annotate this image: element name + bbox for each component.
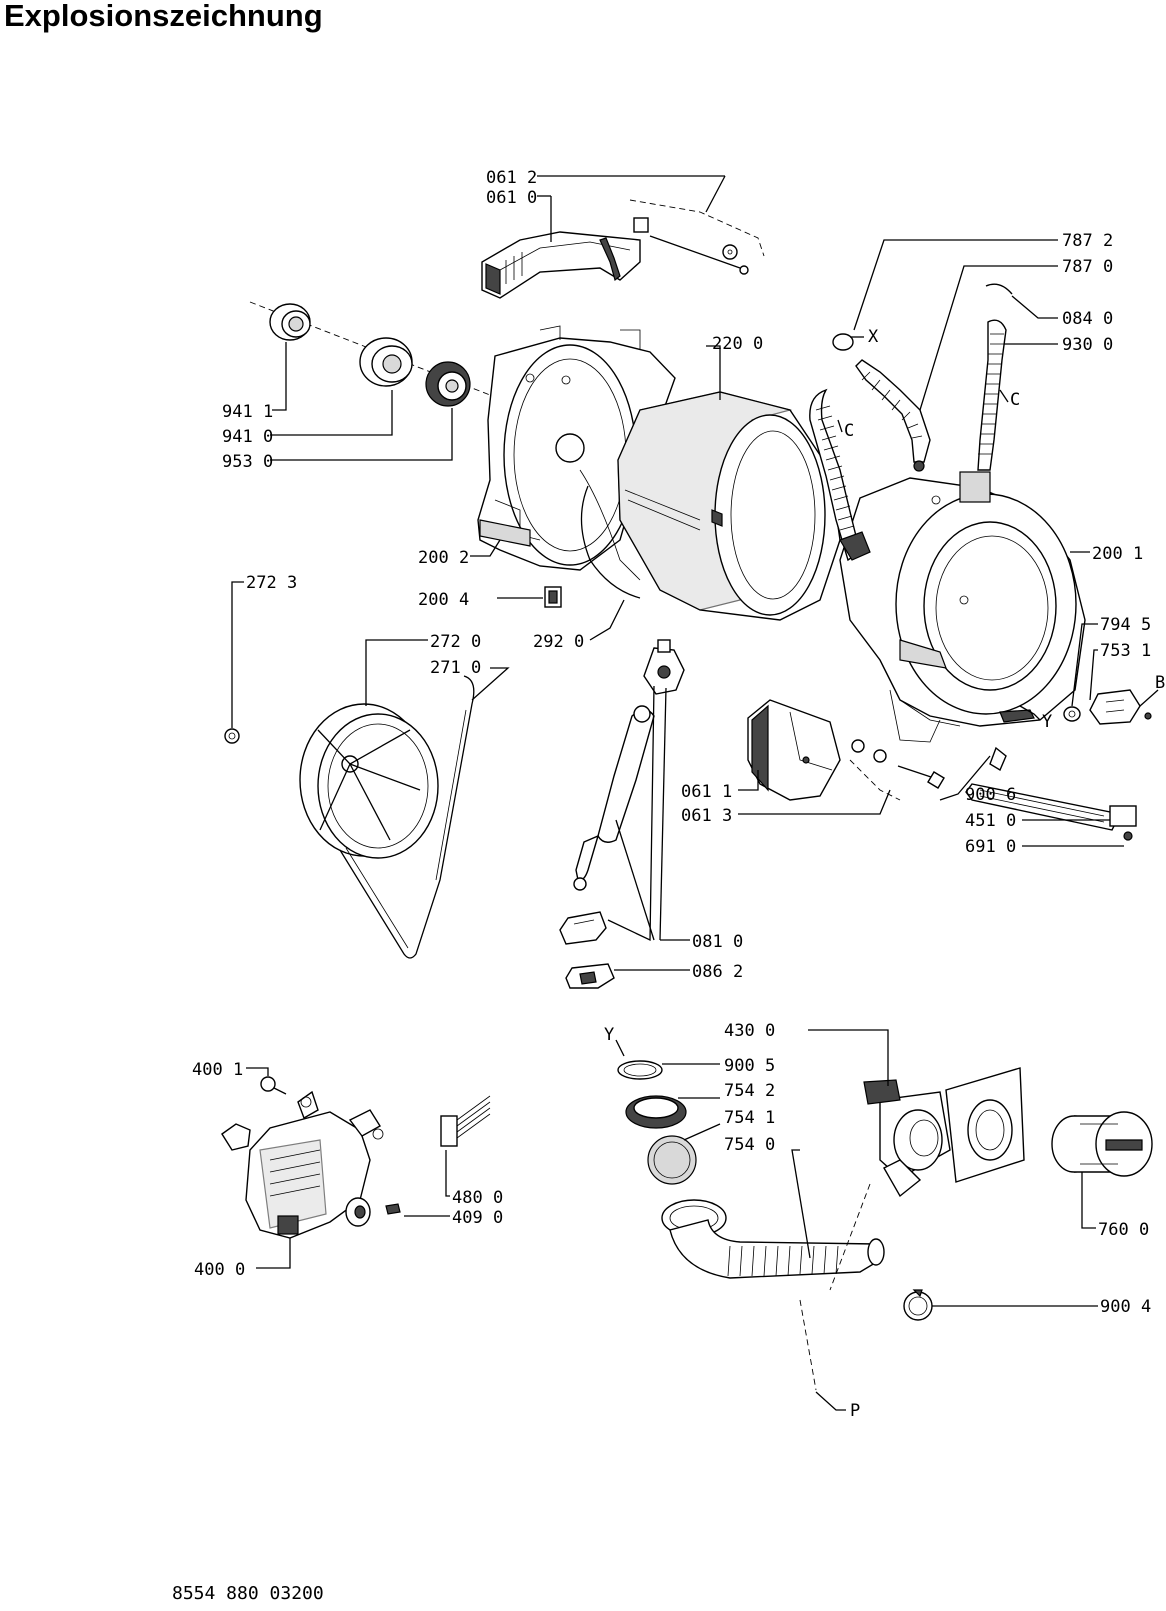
callout-y-2: Y: [604, 1025, 614, 1045]
heater-451-0: [965, 783, 1137, 841]
callout-081-0: 081 0: [692, 932, 743, 952]
callout-754-1: 754 1: [724, 1108, 775, 1128]
gasket-292-0-icon: [580, 485, 641, 599]
counterweight-bolt: [629, 199, 765, 275]
clamp-900-4: [903, 1289, 933, 1321]
callout-900-5: 900 5: [724, 1056, 775, 1076]
callout-754-0: 754 0: [724, 1135, 775, 1155]
hose-c-right: [977, 283, 1013, 471]
sensor-753-1: [1089, 689, 1159, 725]
drum-part: [617, 391, 841, 621]
callout-794-5: 794 5: [1100, 615, 1151, 635]
callout-061-2: 061 2: [486, 168, 537, 188]
front-tub-part: [839, 471, 1086, 743]
callout-271-0: 271 0: [430, 658, 481, 678]
hose-c-left: [809, 388, 871, 562]
counterweight-part: [481, 231, 641, 299]
callout-753-1: 753 1: [1100, 641, 1151, 661]
filter-760-0: [1051, 1111, 1153, 1177]
callout-292-0: 292 0: [533, 632, 584, 652]
drain-pump-430-0: [863, 1067, 1025, 1198]
brush-409-0: [385, 1203, 401, 1215]
nut-272-3: [224, 728, 240, 744]
screw-400-1: [260, 1076, 287, 1095]
bearing-941-1: [269, 303, 311, 341]
callout-451-0: 451 0: [965, 811, 1016, 831]
callout-900-6: 900 6: [965, 785, 1016, 805]
callout-200-4: 200 4: [418, 590, 469, 610]
clamp-900-5: [617, 1060, 663, 1080]
document-number: 8554 880 03200: [172, 1583, 324, 1604]
hose-787: [832, 333, 931, 472]
ball-754-1: [647, 1135, 697, 1185]
callout-691-0: 691 0: [965, 837, 1016, 857]
bracket-061-1: [747, 699, 945, 801]
callout-086-2: 086 2: [692, 962, 743, 982]
motor-400-0: [221, 1090, 384, 1239]
callout-900-4: 900 4: [1100, 1297, 1151, 1317]
callout-953-0: 953 0: [222, 452, 273, 472]
callout-941-1: 941 1: [222, 402, 273, 422]
bearing-941-0: [359, 337, 413, 387]
callout-760-0: 760 0: [1098, 1220, 1149, 1240]
nut-794-5: [1063, 706, 1081, 722]
callout-x: X: [868, 327, 879, 347]
page-title: Explosionszeichnung: [4, 0, 323, 33]
callout-061-1: 061 1: [681, 782, 732, 802]
callout-b: B: [1155, 673, 1165, 693]
callout-061-3: 061 3: [681, 806, 732, 826]
callout-200-2: 200 2: [418, 548, 469, 568]
damper-clip-086-2: [565, 963, 615, 989]
pulley-272-0: [299, 703, 439, 859]
callout-787-2: 787 2: [1062, 231, 1113, 251]
shock-absorber-081-0: [559, 639, 685, 945]
clip-900-6: [989, 746, 1007, 772]
callout-409-0: 409 0: [452, 1208, 503, 1228]
callout-400-0: 400 0: [194, 1260, 245, 1280]
callout-787-0: 787 0: [1062, 257, 1113, 277]
callout-430-0: 430 0: [724, 1021, 775, 1041]
callout-y-1: Y: [1042, 712, 1052, 732]
callout-272-3: 272 3: [246, 573, 297, 593]
belt-271-0: [339, 675, 475, 959]
callout-400-1: 400 1: [192, 1060, 243, 1080]
clip-200-4: [544, 586, 562, 608]
callout-941-0: 941 0: [222, 427, 273, 447]
callout-p: P: [850, 1401, 860, 1421]
callout-754-2: 754 2: [724, 1081, 775, 1101]
callout-061-0: 061 0: [486, 188, 537, 208]
callout-c-1: C: [844, 421, 854, 441]
callout-084-0: 084 0: [1062, 309, 1113, 329]
callout-272-0: 272 0: [430, 632, 481, 652]
callout-220-0: 220 0: [712, 334, 763, 354]
callout-c-2: C: [1010, 390, 1020, 410]
connector-480-0: [440, 1095, 491, 1147]
callout-200-1: 200 1: [1092, 544, 1143, 564]
seal-953-0: [425, 361, 471, 407]
hose-754-0: [661, 1199, 885, 1279]
gasket-754-2: [625, 1095, 687, 1129]
callout-930-0: 930 0: [1062, 335, 1113, 355]
callout-480-0: 480 0: [452, 1188, 503, 1208]
